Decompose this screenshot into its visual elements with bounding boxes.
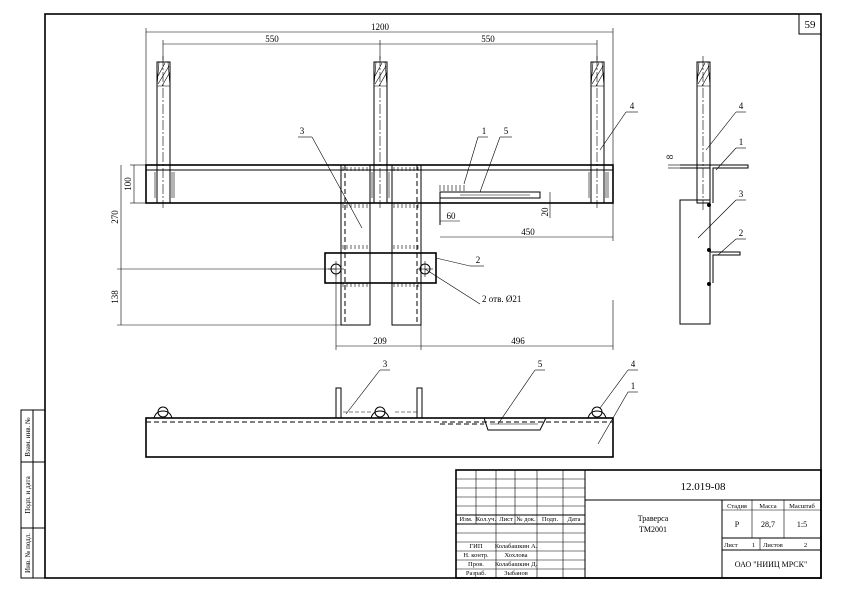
callout-front-4: 4 xyxy=(630,101,635,111)
rev-header-date: Дата xyxy=(568,516,581,523)
callout-side-3: 3 xyxy=(739,189,744,199)
sheet-number: 59 xyxy=(805,19,817,31)
rev-header-doc: № док. xyxy=(516,516,536,523)
side-stamp-replace-inv: Взам. инв. № xyxy=(24,417,32,457)
mass-header: Масса xyxy=(759,503,777,510)
front-dimensions: 1200 550 550 100 270 138 60 20 450 209 4… xyxy=(110,22,614,350)
sheet-label: Лист xyxy=(724,542,738,549)
role-razrab: Разраб. xyxy=(466,570,487,577)
outer-frame xyxy=(44,13,822,579)
dim-270: 270 xyxy=(110,210,120,224)
sheet-value: 1 xyxy=(752,542,755,549)
dim-209: 209 xyxy=(373,336,387,346)
side-callouts: 4 1 3 2 xyxy=(697,101,746,256)
title-line1: Траверса xyxy=(638,514,669,523)
role-nkontr: Н. контр. xyxy=(463,552,489,559)
callout-front-3: 3 xyxy=(300,126,305,136)
dim-20: 20 xyxy=(540,207,550,217)
scale-header: Масштаб xyxy=(789,503,815,510)
callout-front-1: 1 xyxy=(482,126,487,136)
scale-value: 1:5 xyxy=(797,520,807,529)
rev-header-izm: Изм. xyxy=(460,516,473,523)
dim-60: 60 xyxy=(447,211,457,221)
dim-100: 100 xyxy=(123,177,133,191)
callout-side-4: 4 xyxy=(739,101,744,111)
dim-1200: 1200 xyxy=(371,22,390,32)
callout-plan-5: 5 xyxy=(538,359,543,369)
dim-550-left: 550 xyxy=(265,34,279,44)
front-callouts: 3 1 5 4 2 2 отв. Ø21 xyxy=(298,101,638,305)
sheets-value: 2 xyxy=(804,542,807,549)
mass-value: 28,7 xyxy=(761,520,775,529)
organization: ОАО "НИИЦ МРСК" xyxy=(735,560,808,569)
side-view: 8 xyxy=(665,56,749,325)
name-nkontr: Хохлова xyxy=(505,552,528,559)
rev-header-list: Лист xyxy=(499,516,513,523)
callout-plan-4: 4 xyxy=(631,359,636,369)
role-prov: Пров. xyxy=(468,561,484,568)
dim-550-right: 550 xyxy=(481,34,495,44)
plan-view xyxy=(145,387,614,458)
name-gip: Колабашкин А. xyxy=(495,543,538,550)
dim-8: 8 xyxy=(665,154,675,159)
rev-header-podp: Подп. xyxy=(542,516,559,523)
callout-plan-1: 1 xyxy=(631,381,636,391)
callout-side-2: 2 xyxy=(739,228,744,238)
callout-holes: 2 отв. Ø21 xyxy=(482,294,521,304)
name-prov: Колабашкин Д. xyxy=(495,561,538,568)
sheet-number-box xyxy=(798,13,822,35)
title-line2: ТМ2001 xyxy=(639,525,667,534)
callout-side-1: 1 xyxy=(739,137,744,147)
plan-callouts: 3 5 4 1 xyxy=(345,359,638,445)
stage-header: Стадия xyxy=(727,503,747,510)
side-stamp-orig-inv: Инв. № подл. xyxy=(24,533,32,573)
title-block: Изм. Кол.уч. Лист № док. Подп. Дата ГИП … xyxy=(455,469,822,579)
stage-value: Р xyxy=(735,520,740,529)
name-razrab: Зыбанов xyxy=(504,570,528,577)
callout-front-2: 2 xyxy=(476,255,481,265)
rev-header-kol: Кол.уч. xyxy=(476,516,497,523)
dim-138: 138 xyxy=(110,290,120,304)
dim-496: 496 xyxy=(511,336,525,346)
side-stamp-column: Взам. инв. № Подп. и дата Инв. № подл. xyxy=(20,409,46,579)
sheets-label: Листов xyxy=(763,542,783,549)
role-gip: ГИП xyxy=(469,543,482,550)
callout-front-5: 5 xyxy=(504,126,509,136)
designation: 12.019-08 xyxy=(681,481,726,493)
side-stamp-sign-date: Подп. и дата xyxy=(24,475,32,513)
front-view xyxy=(145,56,614,326)
dim-450: 450 xyxy=(521,227,535,237)
callout-plan-3: 3 xyxy=(383,359,388,369)
